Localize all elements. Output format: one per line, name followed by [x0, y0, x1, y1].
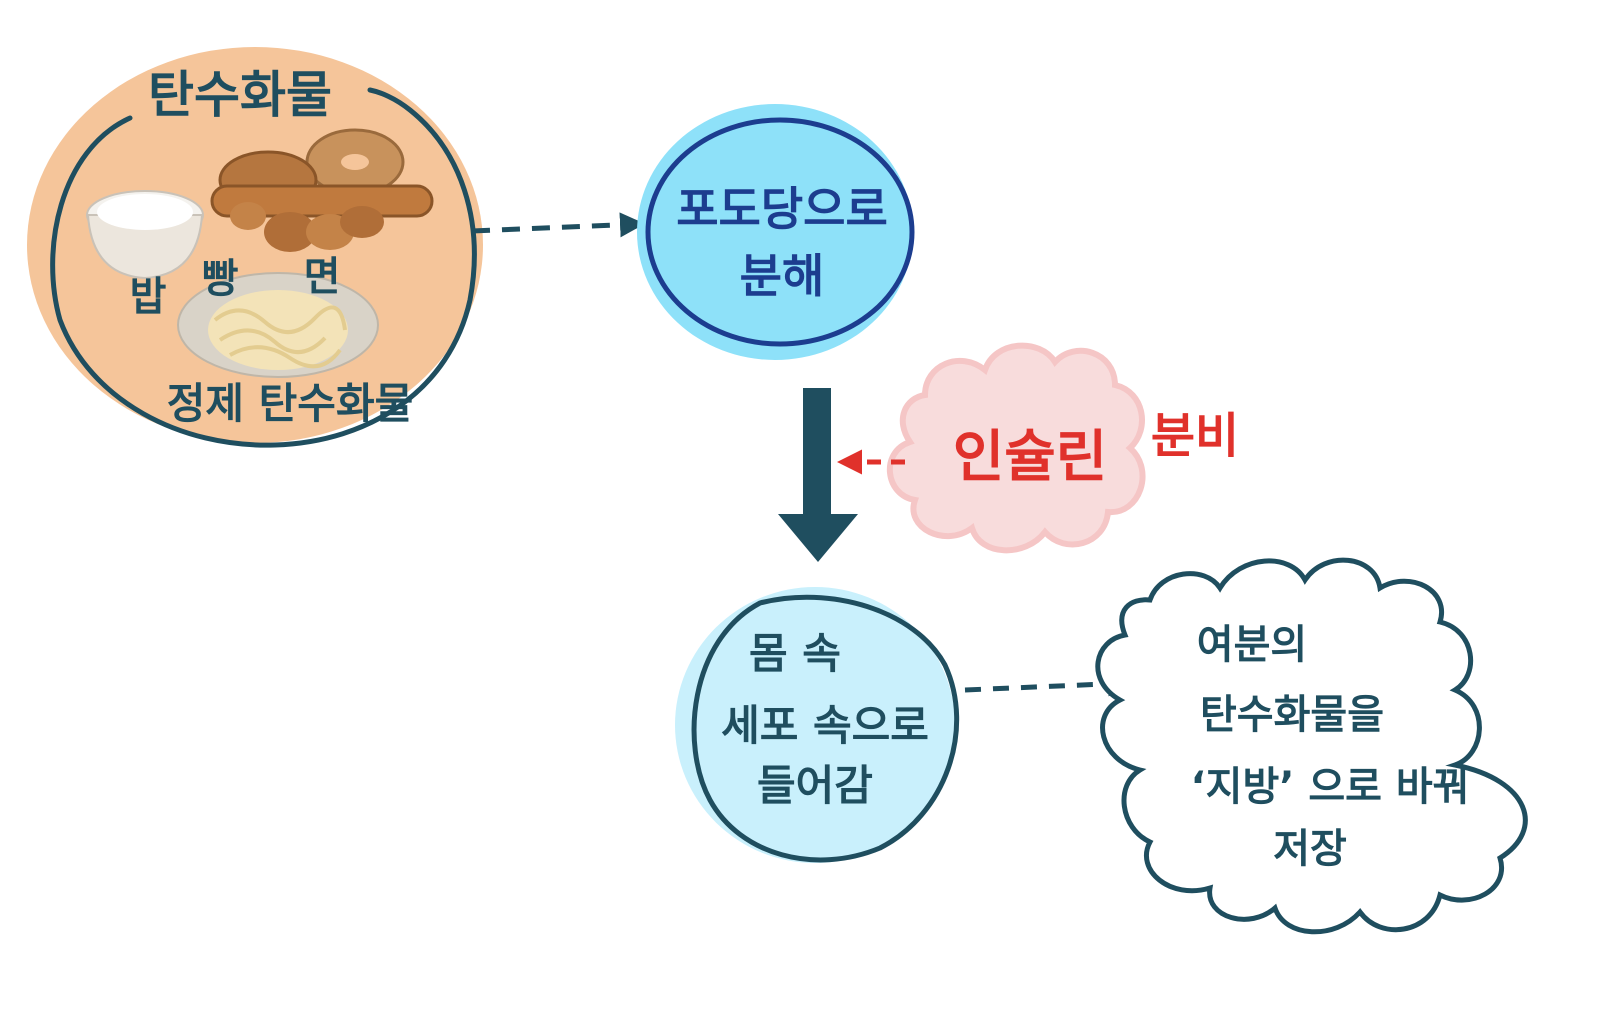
carbohydrate-title: 탄수화물 — [148, 66, 332, 124]
glucose-node: 포도당으로 분해 — [637, 104, 913, 360]
cell-node: 몸 속 세포 속으로 들어감 — [675, 587, 957, 863]
food-label-bread: 빵 — [202, 256, 239, 302]
refined-carbs-label: 정제 탄수화물 — [167, 379, 413, 428]
cell-line3: 들어감 — [757, 761, 873, 810]
carbohydrate-node: 탄수화물 밥 빵 면 정제 탄수화물 — [27, 47, 483, 445]
arrow-carbs-to-glucose — [472, 224, 640, 231]
arrow-glucose-to-cell — [778, 388, 858, 562]
cell-line1: 몸 속 — [749, 629, 841, 678]
insulin-note: 분비 — [1151, 408, 1239, 464]
storage-cloud — [1098, 560, 1526, 932]
storage-line2: 탄수화물을 — [1200, 692, 1384, 738]
storage-node: 여분의 탄수화물을 ‘지방’ 으로 바꿔 저장 — [1098, 560, 1526, 932]
cell-line2: 세포 속으로 — [721, 701, 929, 750]
food-label-noodle: 면 — [304, 254, 341, 300]
insulin-node: 인슐린 — [890, 346, 1143, 551]
food-label-rice: 밥 — [130, 274, 167, 320]
insulin-label: 인슐린 — [953, 425, 1108, 490]
storage-line3: ‘지방’ 으로 바꿔 — [1190, 764, 1469, 810]
storage-line4: 저장 — [1273, 826, 1347, 872]
storage-line1: 여분의 — [1197, 622, 1307, 668]
glucose-line2: 분해 — [740, 249, 825, 303]
glucose-line1: 포도당으로 — [676, 182, 888, 236]
